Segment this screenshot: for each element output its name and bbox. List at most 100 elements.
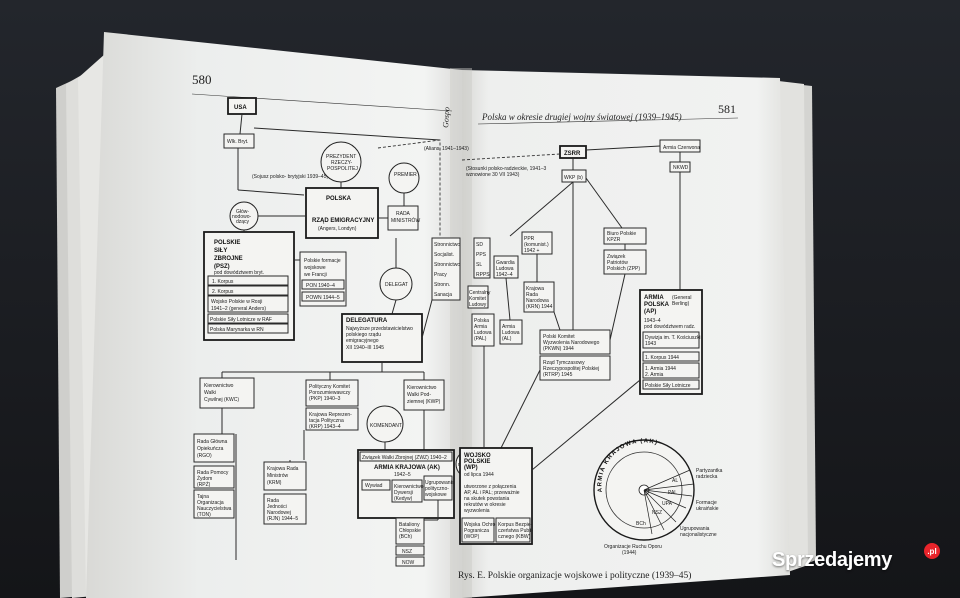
left-diagram: USA Wlk. Bryt. (Sojusz polsko- brytyjski… [193,97,469,567]
pkwn-node [539,329,611,355]
kwc-node [199,377,255,409]
polska-label: POLSKA [326,196,352,202]
svg-text:ziemnej (KWP): ziemnej (KWP) [407,399,441,405]
right-header-title: Polska w okresie drugiej wojny światowej… [481,112,682,122]
svg-text:Stronnictwo: Stronnictwo [434,242,460,248]
svg-text:Polska Marynarka w RN: Polska Marynarka w RN [210,327,264,333]
svg-text:(1944): (1944) [622,550,637,556]
svg-text:POLSKIE: POLSKIE [214,240,240,246]
svg-text:Ludowa: Ludowa [502,330,520,336]
svg-text:(KRN) 1944: (KRN) 1944 [526,304,553,310]
svg-text:2. Armia: 2. Armia [645,372,664,378]
svg-text:(AP): (AP) [644,309,656,315]
svg-text:Krajowa Reprezen-: Krajowa Reprezen- [309,412,352,418]
svg-text:Opiekuńcza: Opiekuńcza [197,446,224,452]
svg-text:PON 1940–4: PON 1940–4 [306,283,335,289]
svg-text:POSPOLITEJ: POSPOLITEJ [327,166,358,172]
svg-text:Partyzantka: Partyzantka [696,468,723,474]
svg-text:Pracy: Pracy [434,272,447,278]
svg-text:polskiego rządu: polskiego rządu [346,332,381,338]
svg-text:Rada: Rada [526,292,538,298]
svg-text:polityczno-: polityczno- [425,486,449,492]
svg-text:1. Korpus: 1. Korpus [212,279,234,285]
svg-text:(General: (General [672,295,691,301]
svg-text:(Kedyw): (Kedyw) [394,496,413,502]
svg-text:(RJN) 1944–5: (RJN) 1944–5 [267,516,298,522]
svg-text:RPPS: RPPS [476,272,490,278]
svg-text:emigracyjnego: emigracyjnego [346,338,379,344]
svg-text:Chłopskie: Chłopskie [399,528,421,534]
svg-text:Gwardia: Gwardia [496,260,515,266]
svg-text:(AL): (AL) [502,336,512,342]
svg-text:1941–2 (general Anders): 1941–2 (general Anders) [211,306,266,312]
svg-text:Polskich (ZPP): Polskich (ZPP) [607,266,640,272]
svg-text:Narodowej: Narodowej [267,510,291,516]
svg-text:Ugrupowania: Ugrupowania [680,526,710,532]
svg-text:Ugrupowania: Ugrupowania [425,480,455,486]
svg-text:(KRM): (KRM) [267,480,282,486]
svg-text:NKWD: NKWD [673,165,689,171]
svg-text:PPS: PPS [476,252,487,258]
svg-text:(PSZ): (PSZ) [214,264,230,270]
parties-node [473,237,491,279]
svg-text:Armia: Armia [474,324,487,330]
centralny-node [467,285,489,309]
svg-text:Rząd Tymczasowy: Rząd Tymczasowy [543,360,585,366]
svg-text:DELEGAT: DELEGAT [385,282,408,288]
svg-text:tacja Polityczna: tacja Polityczna [309,418,344,424]
svg-text:(TON): (TON) [197,512,211,518]
svg-text:PAL: PAL [668,490,677,496]
left-header-rule [191,93,453,112]
svg-text:Kierownictwo: Kierownictwo [394,484,424,490]
svg-text:Jedności: Jedności [267,504,287,510]
svg-text:BCh: BCh [636,521,646,527]
svg-text:Komitet: Komitet [469,296,487,302]
rzad-label: RZĄD EMIGRACYJNY [312,218,374,224]
svg-text:1942–5: 1942–5 [394,472,411,478]
svg-text:ZSRR: ZSRR [564,151,581,157]
svg-text:Organizacje Ruchu Oporu: Organizacje Ruchu Oporu [604,544,662,550]
svg-text:Cywilnej (KWC): Cywilnej (KWC) [204,397,239,403]
watermark-badge: .pl [924,543,940,559]
krn-node [523,281,555,313]
svg-text:(RTRP) 1945: (RTRP) 1945 [543,372,573,378]
svg-text:UPA: UPA [662,501,673,507]
svg-text:AL: AL [672,478,678,484]
svg-text:KPZR: KPZR [607,237,621,243]
rada-ministrow-node [387,205,419,231]
svg-text:Kierownictwo: Kierownictwo [407,385,437,391]
svg-text:Walki: Walki [204,390,216,396]
svg-text:pod dowództwem radz.: pod dowództwem radz. [644,324,695,330]
svg-text:1. Korpus 1944: 1. Korpus 1944 [645,355,679,361]
svg-text:Wywiad: Wywiad [365,483,383,489]
svg-text:(PKP) 1940–3: (PKP) 1940–3 [309,396,341,402]
svg-text:Stronnictwo: Stronnictwo [434,262,460,268]
svg-text:Korpus Bezpie-: Korpus Bezpie- [498,522,533,528]
svg-text:wojskowe: wojskowe [425,492,447,498]
svg-text:Polskie Siły Lotnicze: Polskie Siły Lotnicze [645,383,691,389]
svg-text:(komunist.): (komunist.) [524,242,549,248]
rgo-node [193,433,235,463]
svg-text:Związek Walki Zbrojnej (ZWZ) 1: Związek Walki Zbrojnej (ZWZ) 1940–2 [362,455,447,461]
svg-text:rekrutów w okresie: rekrutów w okresie [464,502,506,508]
right-page [462,70,790,598]
svg-text:Centralny: Centralny [469,290,491,296]
svg-text:1. Armia 1944: 1. Armia 1944 [645,366,676,372]
svg-text:ZBROJNE: ZBROJNE [214,256,243,262]
svg-text:SL: SL [476,262,482,268]
svg-text:Polski Komitet: Polski Komitet [543,334,575,340]
rjn-node [263,493,307,525]
svg-text:(RPŻ): (RPŻ) [197,481,211,488]
svg-text:1942–4: 1942–4 [496,272,513,278]
ton-node [193,489,235,519]
svg-text:(Angers, Londyn): (Angers, Londyn) [318,226,357,232]
svg-text:Ludowa: Ludowa [474,330,492,336]
svg-text:WKP (b): WKP (b) [564,175,583,181]
svg-text:SD: SD [476,242,483,248]
right-header-rule [477,117,739,125]
svg-text:NOW: NOW [402,560,415,566]
watermark-text: Sprzedajemy [772,549,893,571]
svg-text:Tajna: Tajna [197,494,209,500]
svg-text:RZECZY-: RZECZY- [331,160,353,166]
